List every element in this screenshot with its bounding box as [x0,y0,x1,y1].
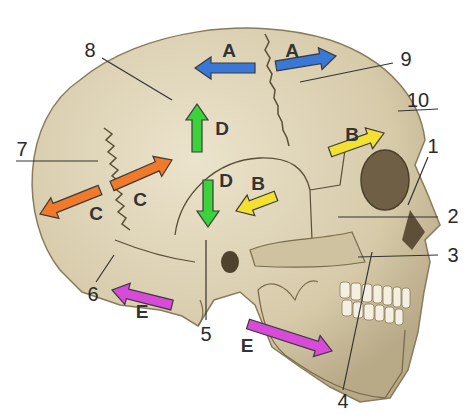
arrow-letter: A [285,41,299,60]
callout-number: 8 [84,40,95,60]
mandible-notch [258,281,318,300]
callout-number: 6 [87,284,98,304]
occipital-suture [115,240,195,262]
arrow-letter: D [215,119,229,138]
arrow-letter: C [89,204,103,223]
callout-number: 10 [407,90,429,110]
arrow-letter: C [133,190,147,209]
mastoid [198,300,203,326]
arrow-letter: E [136,302,149,321]
skull-outline [32,28,440,402]
arrow-letter: A [222,41,236,60]
callout-number: 1 [427,136,438,156]
nasal-cavity [402,210,425,250]
orbit [361,150,409,210]
ear-canal [221,251,239,273]
arrow-letter: B [251,174,265,193]
callout-number: 4 [337,391,348,411]
direction-arrow [110,156,172,190]
teeth [340,282,410,325]
callout-number: 2 [447,206,458,226]
direction-arrow [195,57,255,79]
callout-number: 9 [400,49,411,69]
arrow-letter: B [345,125,359,144]
callout-number: 7 [16,139,27,159]
squamosal-suture [175,158,310,235]
mandible [258,290,405,398]
direction-arrow [236,191,278,215]
callout-number: 5 [200,324,211,344]
arrow-letter: E [241,336,254,355]
arrow-letter: D [219,171,233,190]
zygomatic-arch [250,232,365,267]
callout-number: 3 [447,245,458,265]
sphenoid-suture [310,150,345,240]
direction-arrow [275,48,336,71]
direction-arrow [247,319,333,356]
direction-arrow [186,104,208,152]
direction-arrow [197,180,219,227]
leader-lines [16,58,438,390]
